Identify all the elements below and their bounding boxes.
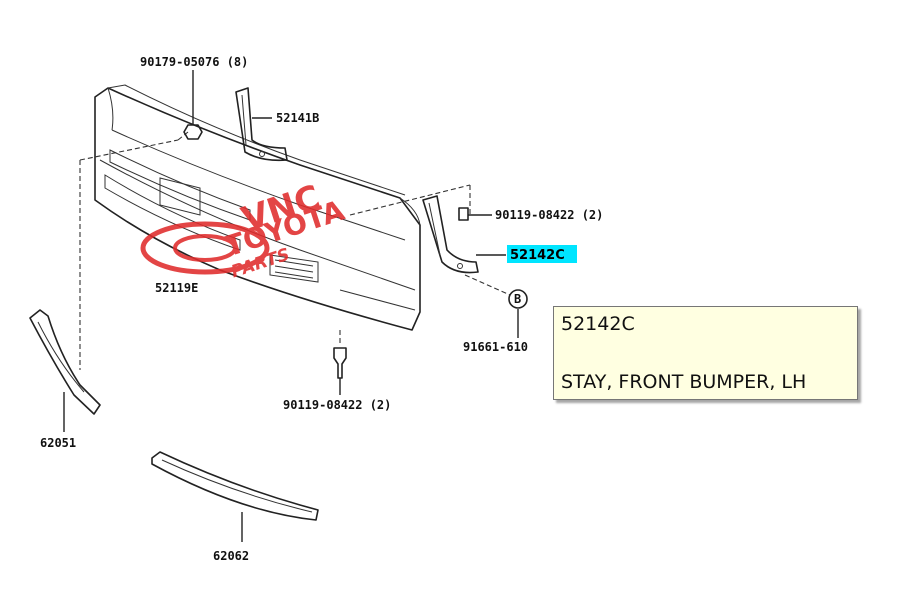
nut-top-drawing[interactable] — [183, 70, 203, 140]
part-tooltip: 52142C STAY, FRONT BUMPER, LH — [553, 306, 858, 400]
label-stay-lh[interactable]: 52142C — [510, 248, 565, 263]
label-molding-bottom[interactable]: 62062 — [213, 549, 249, 563]
label-stay-rh[interactable]: 52141B — [276, 111, 319, 125]
label-bumper-cover[interactable]: 52119E — [155, 281, 198, 295]
molding-left-drawing[interactable] — [29, 309, 101, 432]
screw-right-drawing[interactable] — [458, 207, 492, 221]
tooltip-part-description: STAY, FRONT BUMPER, LH — [561, 371, 807, 393]
bumper-cover-drawing[interactable] — [94, 84, 421, 331]
label-clip-b[interactable]: B — [514, 292, 521, 306]
label-nut-top[interactable]: 90179-05076 (8) — [140, 55, 248, 69]
stay-rh-drawing[interactable] — [235, 87, 288, 162]
label-screw-bottom[interactable]: 90119-08422 (2) — [283, 398, 391, 412]
stay-lh-drawing[interactable] — [422, 195, 506, 274]
tooltip-part-code: 52142C — [561, 313, 635, 335]
molding-bottom-drawing[interactable] — [151, 451, 319, 542]
label-clip-part[interactable]: 91661-610 — [463, 340, 528, 354]
clip-b-drawing[interactable] — [508, 289, 528, 338]
label-molding-left[interactable]: 62051 — [40, 436, 76, 450]
label-screw-right[interactable]: 90119-08422 (2) — [495, 208, 603, 222]
phantom-lines — [79, 131, 511, 370]
screw-bottom-drawing[interactable] — [333, 347, 347, 395]
highlight-stay-lh — [507, 245, 577, 263]
